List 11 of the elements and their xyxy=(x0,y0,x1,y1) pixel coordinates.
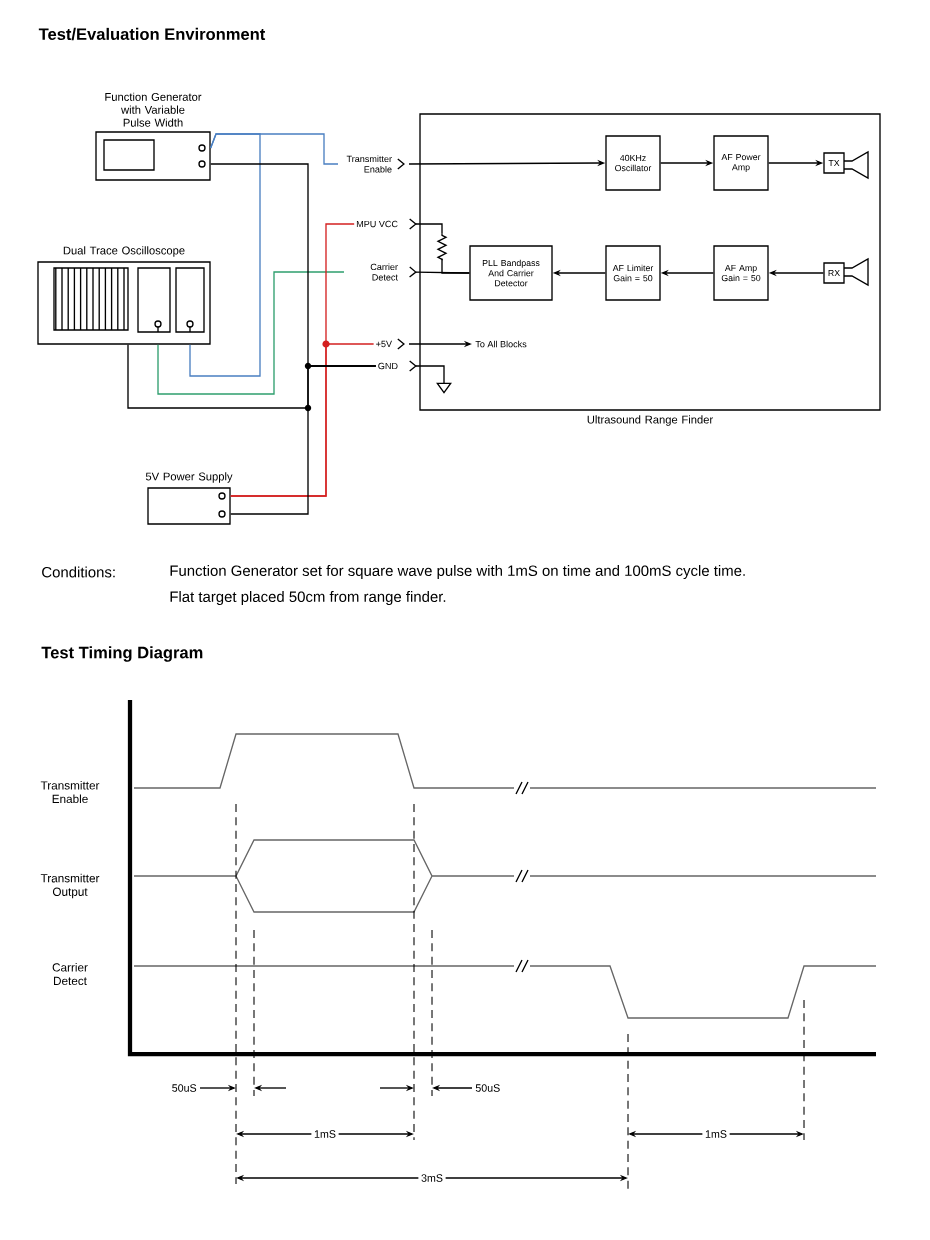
ground-symbol xyxy=(436,382,452,394)
arrow xyxy=(409,218,443,234)
wire xyxy=(157,271,345,395)
wire xyxy=(189,133,261,377)
arrow xyxy=(409,360,445,384)
wire xyxy=(230,365,377,515)
wire xyxy=(441,258,470,274)
heading: Test Timing Diagram xyxy=(41,646,203,662)
wire xyxy=(230,343,375,497)
heading: Test/Evaluation Environment xyxy=(38,27,266,41)
resistor-symbol xyxy=(436,232,448,261)
